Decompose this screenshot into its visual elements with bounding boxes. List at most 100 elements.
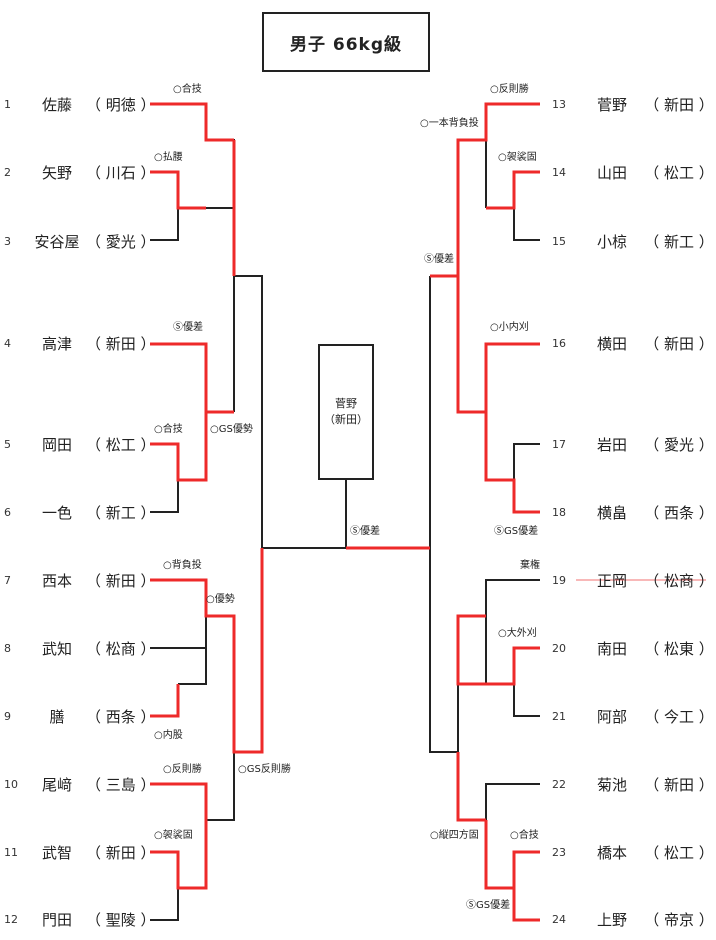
winner-path (150, 782, 208, 820)
player-name: 門田 (41, 910, 72, 929)
winner-path (150, 412, 208, 482)
player-name: 佐藤 (41, 95, 72, 114)
seed-number: 18 (552, 505, 566, 519)
player-school: （ 新工 ） (644, 232, 714, 251)
winner-path (430, 102, 540, 278)
seed-number: 9 (4, 709, 11, 723)
seed-number: 16 (552, 336, 566, 350)
seed-number: 10 (4, 777, 18, 791)
player-school: （ 今工 ） (644, 707, 714, 726)
player-school: （ 愛光 ） (644, 435, 714, 454)
bracket-line (429, 548, 458, 753)
seed-number: 5 (4, 437, 11, 451)
player-name: 菅野 (596, 95, 627, 114)
seed-number: 17 (552, 437, 566, 451)
player-name: 菊池 (596, 775, 627, 794)
seed-number: 12 (4, 912, 18, 926)
bracket-line (206, 752, 235, 821)
bracket-line (262, 480, 347, 549)
technique-label: ○縦四方固 (430, 830, 479, 841)
player-school: （ 帝京 ） (644, 910, 714, 929)
technique-label: Ⓢ優差 (424, 254, 454, 265)
player-name: 尾﨑 (41, 775, 72, 794)
bracket-line (206, 139, 235, 209)
player-name: 正岡 (596, 571, 627, 590)
player-name: 小椋 (596, 232, 627, 251)
seed-number: 20 (552, 641, 566, 655)
winner-path (150, 820, 208, 890)
player-name: 武知 (41, 639, 72, 658)
player-name: 橋本 (596, 843, 627, 862)
seed-number: 13 (552, 97, 566, 111)
player-school: （ 新工 ） (86, 503, 156, 522)
seed-number: 2 (4, 165, 11, 179)
player-school: （ 川石 ） (86, 163, 156, 182)
winner-path (150, 684, 180, 718)
winner-path (512, 888, 540, 922)
technique-label: ○反則勝 (163, 764, 202, 775)
player-entry: 10 尾﨑 （ 三島 ） (0, 772, 156, 796)
player-school: （ 西条 ） (644, 503, 714, 522)
winner-path (150, 102, 234, 142)
page-title: 男子 66kg級 (262, 12, 430, 72)
seed-number: 1 (4, 97, 11, 111)
technique-label: Ⓢ優差 (173, 322, 203, 333)
bracket-line (485, 579, 540, 684)
technique-label: ○大外刈 (498, 628, 537, 639)
player-entry: 6 一色 （ 新工 ） (0, 500, 156, 524)
seed-number: 14 (552, 165, 566, 179)
technique-label: ⓈGS優差 (494, 526, 539, 537)
winner-path (150, 170, 206, 210)
player-school: （ 松東 ） (644, 639, 714, 658)
player-name: 一色 (41, 503, 72, 522)
player-school: （ 西条 ） (86, 707, 156, 726)
seed-number: 24 (552, 912, 566, 926)
seed-number: 21 (552, 709, 566, 723)
bracket-line (513, 684, 540, 717)
champion-box: 菅野 （新田） (318, 344, 374, 480)
technique-label: ⓈGS優差 (466, 900, 511, 911)
technique-label: ○合技 (173, 84, 202, 95)
title-text: 男子 66kg級 (289, 34, 403, 55)
winner-path (456, 276, 540, 414)
technique-label: ○払腰 (154, 152, 183, 163)
seed-number: 19 (552, 573, 566, 587)
player-name: 岩田 (596, 435, 627, 454)
technique-label: 棄権 (520, 560, 540, 571)
player-entry: 17 岩田 （ 愛光 ） (552, 432, 716, 456)
seed-number: 8 (4, 641, 11, 655)
technique-label: Ⓢ優差 (350, 526, 380, 537)
player-name: 矢野 (41, 163, 72, 182)
bracket-line (150, 888, 179, 921)
seed-number: 23 (552, 845, 566, 859)
player-school: （ 三島 ） (86, 775, 156, 794)
winner-path (484, 412, 540, 514)
player-name: 膳 (49, 707, 65, 726)
player-school: （ 新田 ） (644, 775, 714, 794)
winner-path (486, 170, 540, 210)
player-school: （ 新田 ） (644, 334, 714, 353)
seed-number: 11 (4, 845, 18, 859)
winner-path (150, 342, 234, 414)
seed-number: 6 (4, 505, 11, 519)
seed-number: 4 (4, 336, 11, 350)
player-school: （ 愛光 ） (86, 232, 156, 251)
player-school: （ 聖陵 ） (86, 910, 156, 929)
technique-label: ○袈裟固 (498, 152, 537, 163)
player-entry: 2 矢野 （ 川石 ） (0, 160, 156, 184)
